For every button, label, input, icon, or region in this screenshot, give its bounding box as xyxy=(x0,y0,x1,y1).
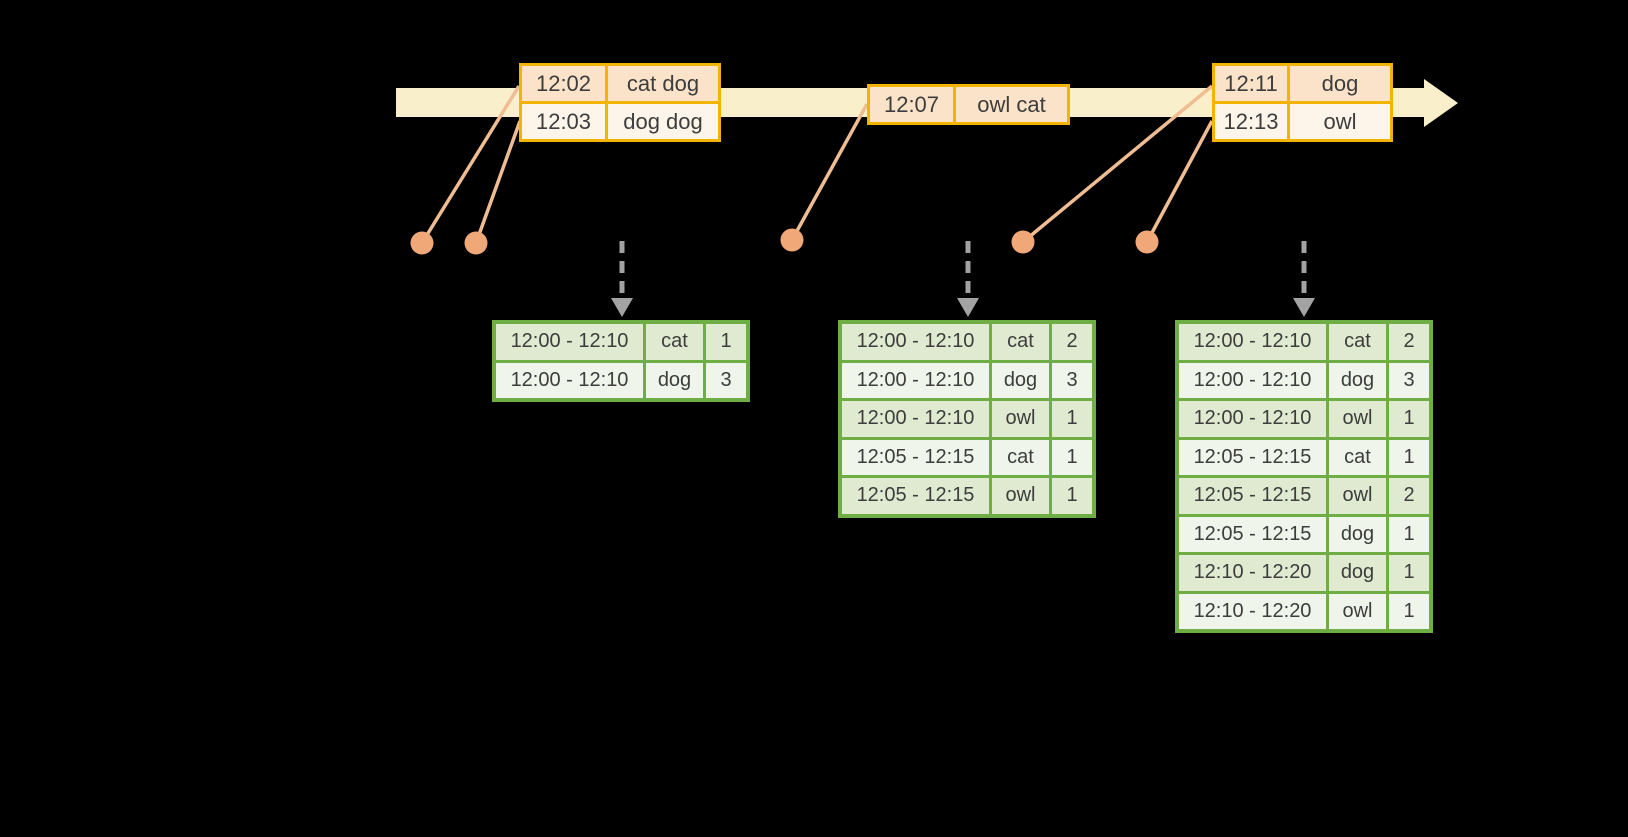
window-cell: 12:05 - 12:15 xyxy=(842,439,989,475)
timeline-arrowhead-icon xyxy=(1424,79,1458,127)
count-cell: 1 xyxy=(1052,439,1092,475)
event-dot-icon xyxy=(410,231,434,255)
event-dot-icon xyxy=(1135,230,1159,254)
window-cell: 12:00 - 12:10 xyxy=(842,401,989,437)
result-table-2: 12:00 - 12:10 cat 2 12:00 - 12:10 dog 3 … xyxy=(838,320,1096,518)
event-time-cell: 12:02 xyxy=(522,66,605,101)
word-cell: cat xyxy=(1329,324,1386,360)
window-cell: 12:05 - 12:15 xyxy=(1179,439,1326,475)
event-dot-icon xyxy=(780,228,804,252)
count-cell: 1 xyxy=(1389,516,1429,552)
event-time-cell: 12:03 xyxy=(522,104,605,139)
count-cell: 1 xyxy=(1389,439,1429,475)
window-cell: 12:05 - 12:15 xyxy=(842,478,989,514)
word-cell: cat xyxy=(646,324,703,360)
window-cell: 12:00 - 12:10 xyxy=(842,324,989,360)
window-cell: 12:00 - 12:10 xyxy=(1179,324,1326,360)
word-cell: owl xyxy=(992,401,1049,437)
count-cell: 2 xyxy=(1389,478,1429,514)
event-dot-icon xyxy=(1011,230,1035,254)
word-cell: dog xyxy=(1329,555,1386,591)
window-cell: 12:00 - 12:10 xyxy=(496,362,643,398)
event-table-1: 12:02 cat dog 12:03 dog dog xyxy=(519,63,721,142)
word-cell: owl xyxy=(1329,401,1386,437)
count-cell: 3 xyxy=(1052,362,1092,398)
word-cell: dog xyxy=(1329,516,1386,552)
result-table-1: 12:00 - 12:10 cat 1 12:00 - 12:10 dog 3 xyxy=(492,320,750,402)
count-cell: 1 xyxy=(1389,555,1429,591)
word-cell: dog xyxy=(992,362,1049,398)
count-cell: 3 xyxy=(706,362,746,398)
window-cell: 12:05 - 12:15 xyxy=(1179,516,1326,552)
word-cell: owl xyxy=(1329,593,1386,629)
trigger-arrow-icon xyxy=(957,241,979,317)
word-cell: cat xyxy=(1329,439,1386,475)
window-cell: 12:00 - 12:10 xyxy=(842,362,989,398)
event-time-cell: 12:07 xyxy=(870,87,953,122)
window-cell: 12:00 - 12:10 xyxy=(1179,401,1326,437)
result-table-3: 12:00 - 12:10 cat 2 12:00 - 12:10 dog 3 … xyxy=(1175,320,1433,633)
event-words-cell: owl cat xyxy=(956,87,1067,122)
event-connector-line xyxy=(1145,120,1214,243)
event-connector-line xyxy=(790,103,869,241)
count-cell: 1 xyxy=(706,324,746,360)
count-cell: 1 xyxy=(1052,401,1092,437)
event-table-3: 12:11 dog 12:13 owl xyxy=(1212,63,1393,142)
window-cell: 12:05 - 12:15 xyxy=(1179,478,1326,514)
event-connector-line xyxy=(1021,84,1214,244)
count-cell: 2 xyxy=(1052,324,1092,360)
event-dot-icon xyxy=(464,231,488,255)
count-cell: 2 xyxy=(1389,324,1429,360)
count-cell: 3 xyxy=(1389,362,1429,398)
count-cell: 1 xyxy=(1389,593,1429,629)
window-cell: 12:10 - 12:20 xyxy=(1179,555,1326,591)
event-words-cell: dog dog xyxy=(608,104,718,139)
window-cell: 12:00 - 12:10 xyxy=(1179,362,1326,398)
trigger-arrow-icon xyxy=(1293,241,1315,317)
word-cell: cat xyxy=(992,324,1049,360)
event-words-cell: cat dog xyxy=(608,66,718,101)
event-words-cell: owl xyxy=(1290,104,1390,139)
word-cell: dog xyxy=(1329,362,1386,398)
event-connector-line xyxy=(474,120,522,244)
trigger-arrow-icon xyxy=(611,241,633,317)
window-cell: 12:10 - 12:20 xyxy=(1179,593,1326,629)
window-cell: 12:00 - 12:10 xyxy=(496,324,643,360)
event-time-cell: 12:11 xyxy=(1215,66,1287,101)
count-cell: 1 xyxy=(1389,401,1429,437)
event-time-cell: 12:13 xyxy=(1215,104,1287,139)
word-cell: cat xyxy=(992,439,1049,475)
count-cell: 1 xyxy=(1052,478,1092,514)
event-connector-line xyxy=(420,85,521,244)
word-cell: owl xyxy=(1329,478,1386,514)
word-cell: dog xyxy=(646,362,703,398)
event-table-2: 12:07 owl cat xyxy=(867,84,1070,125)
word-cell: owl xyxy=(992,478,1049,514)
event-words-cell: dog xyxy=(1290,66,1390,101)
